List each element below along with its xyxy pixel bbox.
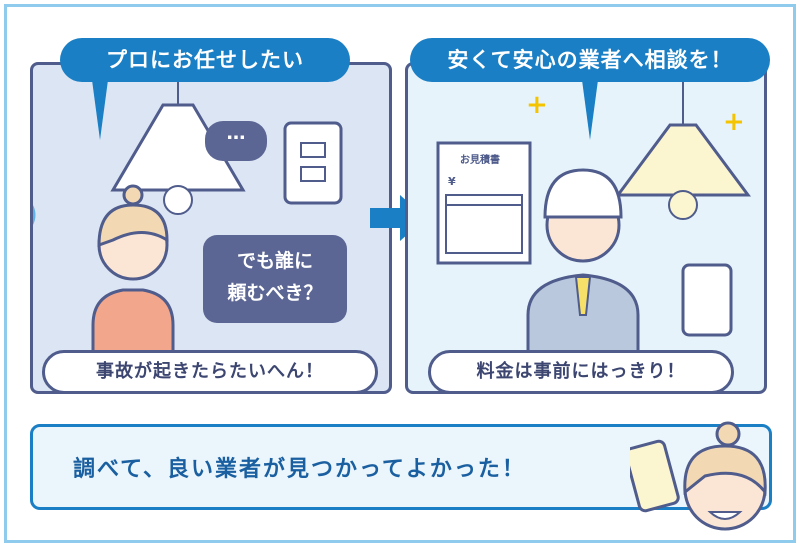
left-caption: 事故が起きたらたいへん！ xyxy=(42,350,378,394)
lamp-shade-icon xyxy=(110,103,246,192)
outer-frame xyxy=(4,4,796,543)
bulb-icon xyxy=(668,190,698,220)
left-illustration xyxy=(33,65,343,391)
right-caption: 料金は事前にはっきり！ xyxy=(428,350,734,394)
bubble-tail xyxy=(92,80,108,140)
thought-line-2: 頼むべき？ xyxy=(227,282,323,304)
bottom-text: 調べて、良い業者が見つかってよかった！ xyxy=(73,457,526,482)
left-panel: … でも誰に 頼むべき？ xyxy=(30,62,392,394)
thought-box: でも誰に 頼むべき？ xyxy=(203,235,347,323)
worker-tie xyxy=(574,276,592,316)
happy-woman-illustration xyxy=(630,421,767,531)
estimate-document xyxy=(436,141,532,265)
svg-text:+: + xyxy=(526,90,548,120)
outlet-icon xyxy=(681,263,733,337)
left-speech-bubble: プロにお任せしたい xyxy=(60,38,350,82)
thought-line-1: でも誰に xyxy=(236,250,313,272)
lamp-shade-icon xyxy=(615,123,751,197)
bottom-banner: 調べて、良い業者が見つかってよかった！ xyxy=(30,424,772,510)
right-panel: + + お見積書 ¥ xyxy=(405,62,767,394)
smartphone-icon xyxy=(630,439,680,513)
bulb-icon xyxy=(163,185,193,215)
outlet-icon xyxy=(283,121,343,205)
svg-text:+: + xyxy=(723,107,745,137)
estimate-yen: ¥ xyxy=(448,175,456,188)
speech-dots: … xyxy=(226,122,246,144)
right-speech-bubble: 安くて安心の業者へ相談を！ xyxy=(410,38,770,82)
bubble-tail xyxy=(582,80,598,140)
estimate-title: お見積書 xyxy=(460,155,500,166)
speech-bubble: … xyxy=(205,121,267,161)
hard-hat-icon xyxy=(543,168,623,219)
